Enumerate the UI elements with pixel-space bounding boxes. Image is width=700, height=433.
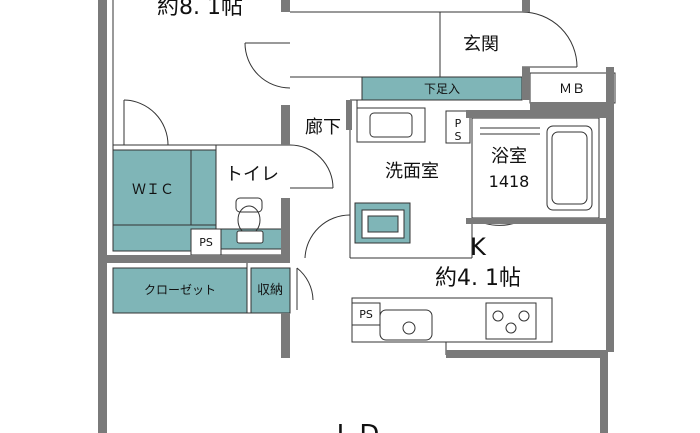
- kitchen-label: K: [470, 233, 487, 261]
- ps-kitchen-label: PS: [359, 308, 373, 321]
- ps-bath-label-2: S: [455, 130, 462, 143]
- ps-bath-label: P: [455, 117, 462, 130]
- ps-toilet-label: PS: [199, 236, 213, 249]
- toilet-label: トイレ: [225, 164, 279, 185]
- living-dining-label: L D: [337, 420, 380, 433]
- closet-label: クローゼット: [144, 283, 216, 297]
- storage-fill: [250, 267, 291, 314]
- bathroom-label: 浴室: [491, 146, 527, 167]
- wic-label: ＷＩＣ: [132, 182, 174, 198]
- shoe-storage-label: 下足入: [424, 82, 460, 96]
- entrance-label: 玄関: [463, 34, 499, 55]
- meter-box-label: ＭＢ: [559, 82, 585, 97]
- western-room-label: 約8. 1帖: [157, 0, 243, 20]
- kitchen-size: 約4. 1帖: [435, 266, 521, 291]
- hallway-label: 廊下: [305, 117, 341, 138]
- storage-label: 収納: [257, 283, 283, 298]
- washroom-label: 洗面室: [385, 161, 439, 182]
- bathroom-size: 1418: [489, 172, 530, 191]
